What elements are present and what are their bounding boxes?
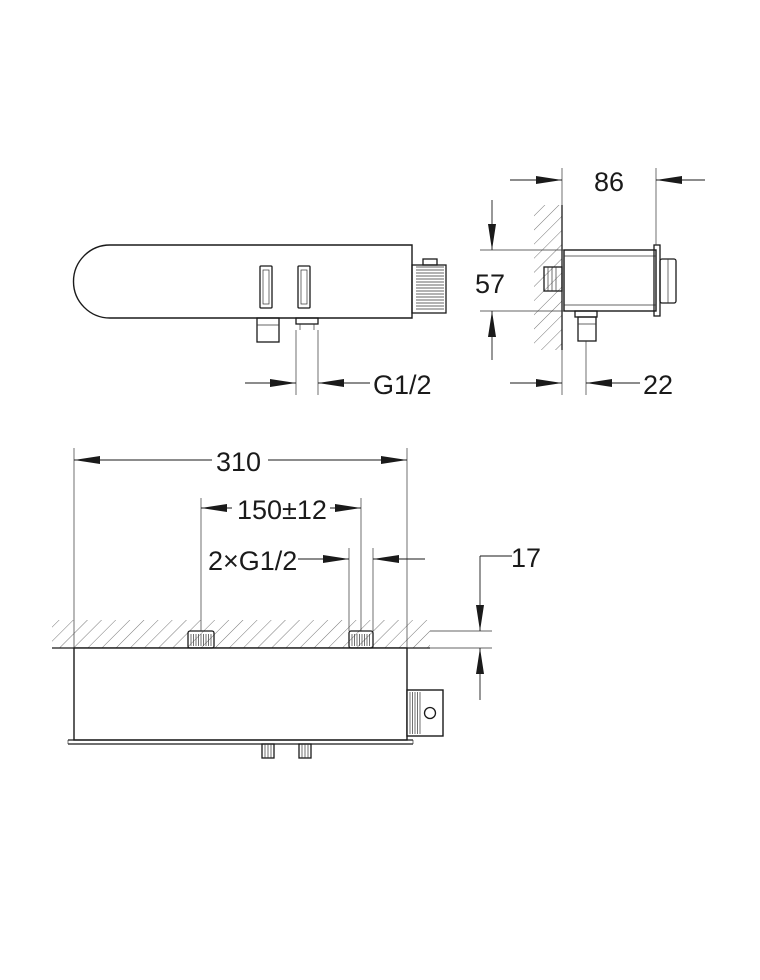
dim-label-g12-top: G1/2: [373, 370, 432, 400]
bottom-view: 310 150±12 2×G1/2 17: [52, 447, 541, 759]
top-view: G1/2: [72, 244, 447, 400]
dim-label-86: 86: [594, 167, 624, 197]
dim-label-2xg12: 2×G1/2: [208, 546, 297, 576]
dim-label-22: 22: [643, 370, 673, 400]
side-view: 86 57 22: [475, 167, 705, 400]
dim-label-57: 57: [475, 269, 505, 299]
dim-label-310: 310: [216, 447, 261, 477]
dim-label-150: 150±12: [237, 495, 327, 525]
dim-label-17: 17: [511, 543, 541, 573]
